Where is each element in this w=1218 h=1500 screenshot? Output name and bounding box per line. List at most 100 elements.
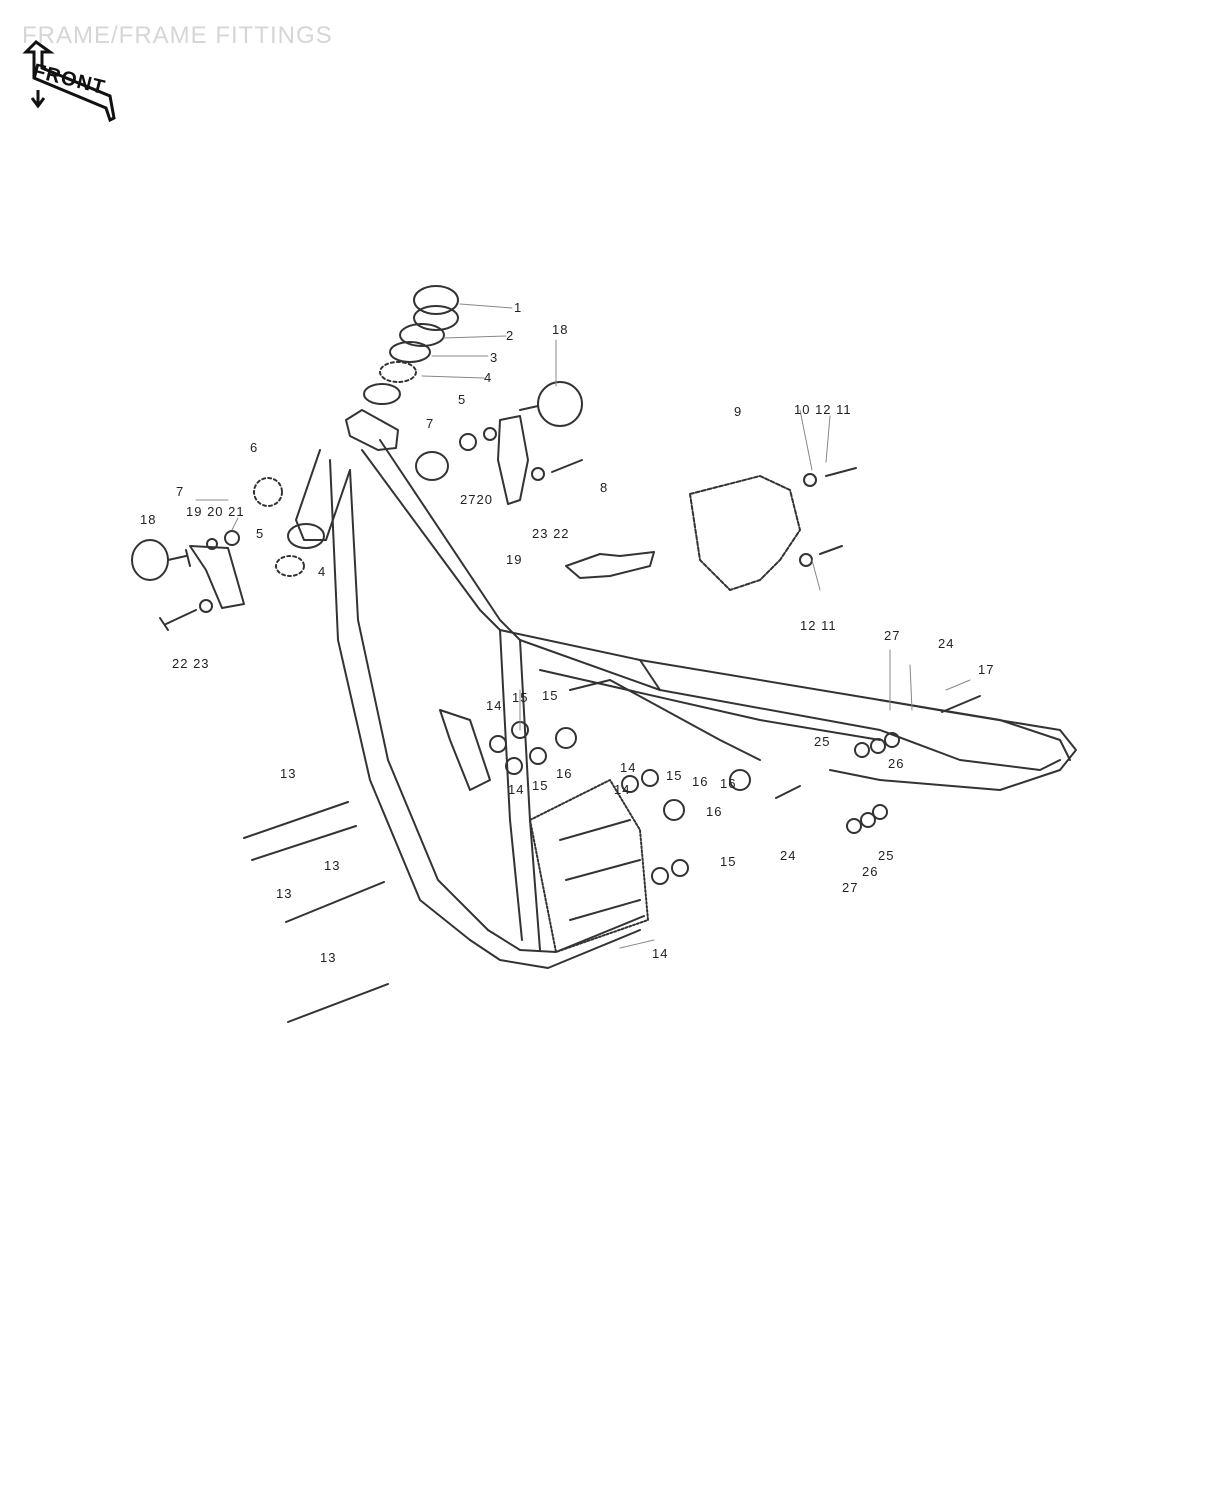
washer-23-left bbox=[199, 599, 213, 613]
callout-14-e: 14 bbox=[614, 782, 631, 797]
rear-loop bbox=[829, 699, 1077, 791]
nut-12 bbox=[803, 473, 817, 487]
callout-26-top: 26 bbox=[888, 756, 905, 771]
frame-down-tube bbox=[329, 459, 489, 941]
ball-bearing-4 bbox=[379, 361, 417, 383]
callout-24-bottom: 24 bbox=[780, 848, 797, 863]
nut-15-b bbox=[641, 769, 659, 787]
callout-18-left: 18 bbox=[140, 512, 157, 527]
washer-27-a bbox=[884, 732, 900, 748]
callout-27-top: 27 bbox=[884, 628, 901, 643]
callout-14-b: 14 bbox=[508, 782, 525, 797]
callout-15-e: 15 bbox=[542, 688, 559, 703]
reflector-18-right bbox=[537, 381, 583, 427]
cross-brace bbox=[569, 679, 761, 761]
callout-17: 17 bbox=[978, 662, 995, 677]
callout-15-a: 15 bbox=[512, 690, 529, 705]
spacer-16-c bbox=[663, 799, 685, 821]
bracket-8 bbox=[565, 551, 655, 579]
page-title: FRAME/FRAME FITTINGS bbox=[22, 22, 333, 49]
callout-16-d: 16 bbox=[720, 776, 737, 791]
callout-16-a: 16 bbox=[556, 766, 573, 781]
callout-4-left: 4 bbox=[318, 564, 327, 579]
bolt-13-d bbox=[287, 983, 389, 1023]
washer-2 bbox=[399, 323, 445, 347]
callout-19: 19 bbox=[506, 552, 523, 567]
frame-top-tube bbox=[361, 439, 521, 641]
callout-23-22: 23 22 bbox=[532, 526, 570, 541]
spacer-16-b bbox=[729, 769, 751, 791]
callout-2: 2 bbox=[506, 328, 515, 343]
callout-13-b: 13 bbox=[324, 858, 341, 873]
callout-18-right: 18 bbox=[552, 322, 569, 337]
callout-2720: 2720 bbox=[460, 492, 493, 507]
washer-20 bbox=[206, 538, 218, 550]
washer-26-a bbox=[870, 738, 886, 754]
callout-5: 5 bbox=[458, 392, 467, 407]
callout-13-c: 13 bbox=[276, 886, 293, 901]
nut-25-b bbox=[872, 804, 888, 820]
callout-16-c: 16 bbox=[706, 804, 723, 819]
bolt-22-left bbox=[159, 609, 197, 631]
frame-rear-plate bbox=[529, 779, 649, 953]
bearing-race-3 bbox=[389, 341, 431, 363]
frame-lower-cradle bbox=[469, 915, 645, 969]
callout-12-11: 12 11 bbox=[800, 618, 837, 633]
steering-stem-nut bbox=[413, 285, 459, 331]
callout-25-top: 25 bbox=[814, 734, 831, 749]
collar-7 bbox=[415, 451, 449, 481]
nut-14-b bbox=[621, 775, 639, 793]
nut-27-b bbox=[846, 818, 862, 834]
reflector-18-left bbox=[131, 539, 169, 581]
callout-10-12-11: 10 12 11 bbox=[794, 402, 852, 417]
bracket-19 bbox=[497, 415, 529, 505]
callout-22-23: 22 23 bbox=[172, 656, 210, 671]
callout-7-left: 7 bbox=[176, 484, 185, 499]
spacer-16-a bbox=[555, 727, 577, 749]
bolt-13-b bbox=[251, 825, 357, 861]
callout-14-a: 14 bbox=[486, 698, 503, 713]
bolt-24-a bbox=[775, 785, 801, 799]
callout-26-bottom: 26 bbox=[862, 864, 879, 879]
callout-14-c: 14 bbox=[620, 760, 637, 775]
callout-14-d: 14 bbox=[652, 946, 669, 961]
washer-23 bbox=[531, 467, 545, 481]
bolt-13-c bbox=[285, 881, 385, 923]
callout-15-c: 15 bbox=[666, 768, 683, 783]
callout-25-bottom: 25 bbox=[878, 848, 895, 863]
callout-13-d: 13 bbox=[320, 950, 337, 965]
callout-13-a: 13 bbox=[280, 766, 297, 781]
cap-6 bbox=[253, 477, 283, 507]
callout-8: 8 bbox=[600, 480, 609, 495]
steering-head-tube bbox=[345, 409, 399, 451]
callout-5-left: 5 bbox=[256, 526, 265, 541]
callout-15-b: 15 bbox=[532, 778, 549, 793]
bolt-17 bbox=[941, 695, 981, 713]
front-direction-badge bbox=[22, 40, 116, 123]
cup-5-lower bbox=[287, 523, 325, 549]
callout-16-b: 16 bbox=[692, 774, 709, 789]
callout-6: 6 bbox=[250, 440, 259, 455]
nut-15-c bbox=[671, 859, 689, 877]
bolt-22 bbox=[551, 459, 583, 473]
callout-27-bottom: 27 bbox=[842, 880, 859, 895]
bearing-cup-5 bbox=[363, 383, 401, 405]
washer-26-b bbox=[860, 812, 876, 828]
callout-24-top: 24 bbox=[938, 636, 955, 651]
bolt-11 bbox=[825, 467, 857, 477]
plate-9 bbox=[689, 475, 801, 591]
callout-7-right: 7 bbox=[426, 416, 435, 431]
callout-19-20-21: 19 20 21 bbox=[186, 504, 245, 519]
callout-4: 4 bbox=[484, 370, 493, 385]
nut-25-a bbox=[854, 742, 870, 758]
bracket-left bbox=[189, 545, 245, 609]
nut-14-a bbox=[489, 735, 507, 753]
callout-1: 1 bbox=[514, 300, 523, 315]
bolt-13-a bbox=[243, 801, 349, 839]
callout-3: 3 bbox=[490, 350, 499, 365]
frame-seat-rail bbox=[499, 629, 1071, 771]
callout-9: 9 bbox=[734, 404, 743, 419]
bearing-4-lower bbox=[275, 555, 305, 577]
callout-15-d: 15 bbox=[720, 854, 737, 869]
